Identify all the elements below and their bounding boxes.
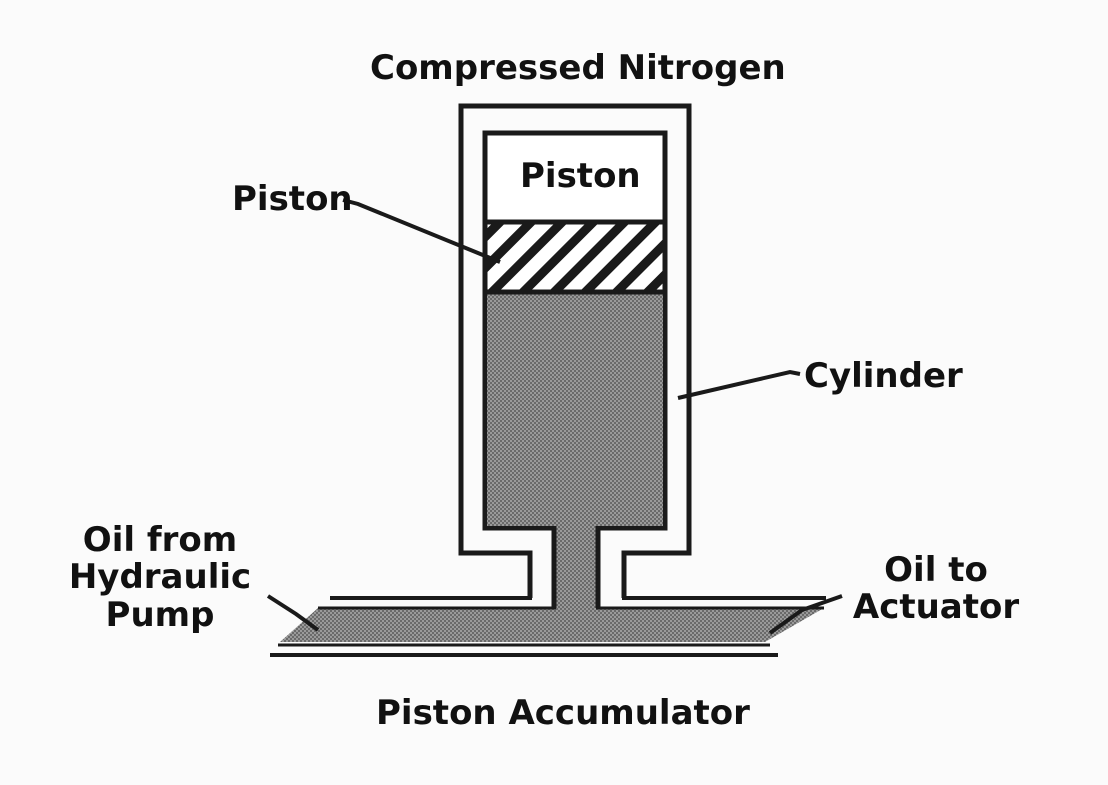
label-oil-from-pump: Oil from Hydraulic Pump — [60, 520, 260, 635]
diagram-caption: Piston Accumulator — [376, 693, 750, 733]
label-piston: Piston — [232, 179, 353, 219]
label-piston-chamber: Piston — [520, 156, 641, 196]
leader-oil-to — [768, 594, 843, 635]
cylinder-neck — [554, 526, 598, 616]
label-oil-to-line1: Oil to — [884, 550, 988, 590]
leader-piston — [342, 198, 501, 264]
oil-pipe — [280, 608, 824, 642]
label-oil-from-line3: Pump — [105, 594, 215, 635]
label-oil-from-line2: Hydraulic — [68, 557, 252, 598]
label-cylinder: Cylinder — [804, 356, 963, 396]
leader-oil-from — [266, 594, 320, 632]
label-compressed-nitrogen: Compressed Nitrogen — [370, 48, 786, 88]
piston-hatched — [482, 219, 668, 295]
label-oil-to-line2: Actuator — [852, 587, 1020, 628]
label-oil-to-actuator: Oil to Actuator — [846, 550, 1026, 628]
oil-chamber — [487, 292, 663, 526]
leader-cylinder — [677, 369, 801, 400]
label-oil-from-line1: Oil from — [82, 520, 238, 560]
cylinder-outer-wall — [458, 103, 692, 598]
